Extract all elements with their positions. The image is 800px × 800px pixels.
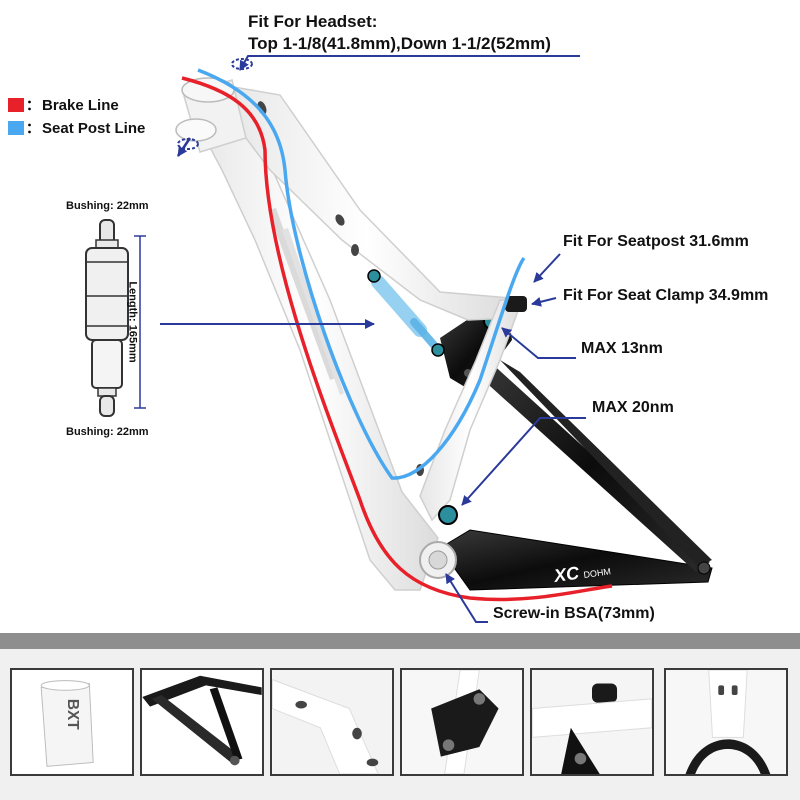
brake-line-path bbox=[181, 76, 613, 602]
thumb-linkage-detail[interactable] bbox=[400, 668, 524, 776]
shock-length-label: Length: 165mm bbox=[126, 281, 139, 363]
main-pivot-bolt bbox=[438, 505, 458, 525]
max13-callout: MAX 13nm bbox=[581, 340, 663, 357]
bsa-callout: Screw-in BSA(73mm) bbox=[493, 605, 655, 622]
seatpost-callout: Fit For Seatpost 31.6mm bbox=[563, 233, 749, 250]
callout-arrows bbox=[160, 55, 586, 623]
max20-callout: MAX 20nm bbox=[592, 399, 674, 416]
headset-title: Fit For Headset: bbox=[248, 12, 378, 31]
thumb-bxt-logo: BXT bbox=[64, 699, 81, 730]
bushing-top-label: Bushing: 22mm bbox=[66, 200, 149, 212]
brake-line-swatch bbox=[8, 98, 24, 112]
main-frame bbox=[175, 77, 527, 591]
frame-logo-xc: XC bbox=[552, 563, 582, 587]
seatpost-line-path bbox=[197, 68, 526, 480]
headset-spec: Top 1-1/8(41.8mm),Down 1-1/2(52mm) bbox=[248, 34, 551, 53]
legend-brake-line: ： Brake Line bbox=[8, 94, 145, 116]
legend: ： Brake Line ： Seat Post Line bbox=[8, 94, 145, 140]
seatpost-line-swatch bbox=[8, 121, 24, 135]
frame-logo-sub: DOHM bbox=[583, 566, 612, 580]
frame-diagram: XC DOHM bbox=[8, 12, 769, 623]
thumb-seatstay-bridge[interactable] bbox=[664, 668, 788, 776]
frame-illustration: XC DOHM bbox=[85, 55, 713, 623]
frame-logo: XC DOHM bbox=[552, 563, 612, 587]
legend-separator: ： bbox=[26, 97, 40, 113]
legend-seatpost-line: ： Seat Post Line bbox=[8, 116, 145, 140]
seat-clamp-callout: Fit For Seat Clamp 34.9mm bbox=[563, 287, 769, 304]
thumb-seat-clamp-detail[interactable] bbox=[530, 668, 654, 776]
shock-ghost bbox=[367, 269, 445, 357]
thumb-bearing-sleeve[interactable]: BXT bbox=[10, 668, 134, 776]
rear-triangle bbox=[432, 312, 713, 591]
legend-separator: ： bbox=[26, 120, 40, 136]
legend-seatpost-label: Seat Post Line bbox=[42, 119, 146, 137]
thumb-rear-triangle[interactable] bbox=[140, 668, 264, 776]
bushing-bottom-label: Bushing: 22mm bbox=[66, 426, 149, 438]
thumb-headtube-detail[interactable] bbox=[270, 668, 394, 776]
legend-brake-label: Brake Line bbox=[42, 96, 119, 114]
section-divider bbox=[0, 633, 800, 649]
rear-shock bbox=[85, 219, 146, 417]
